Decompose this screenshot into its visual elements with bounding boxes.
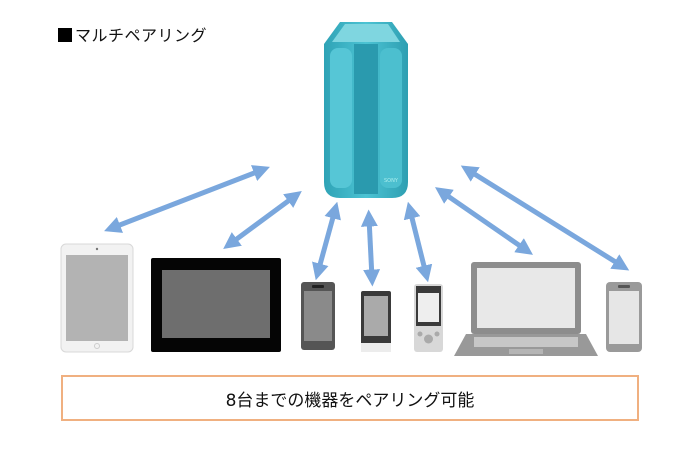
arrow-tablet-white — [104, 165, 270, 233]
device-tablet-white — [60, 243, 134, 353]
arrow-phone-1 — [312, 201, 341, 281]
arrow-phone-3 — [460, 165, 630, 271]
speaker: SONY — [324, 22, 408, 198]
device-music-player — [414, 284, 443, 352]
device-phone-1 — [301, 282, 335, 350]
caption-box: 8台までの機器をペアリング可能 — [61, 375, 639, 421]
square-bullet-icon — [58, 28, 72, 42]
caption-text: 8台までの機器をペアリング可能 — [225, 390, 475, 411]
diagram-title: マルチペアリング — [58, 22, 207, 46]
device-phone-2 — [361, 291, 391, 352]
device-tablet-black — [151, 258, 281, 352]
arrow-phone-2 — [360, 209, 381, 287]
device-phone-3 — [606, 282, 642, 352]
speaker-brand: SONY — [384, 178, 399, 184]
title-text: マルチペアリング — [75, 26, 208, 45]
arrow-music-player — [403, 201, 433, 283]
arrow-tablet-black — [223, 190, 302, 250]
device-laptop — [454, 262, 598, 356]
arrows — [104, 165, 630, 287]
